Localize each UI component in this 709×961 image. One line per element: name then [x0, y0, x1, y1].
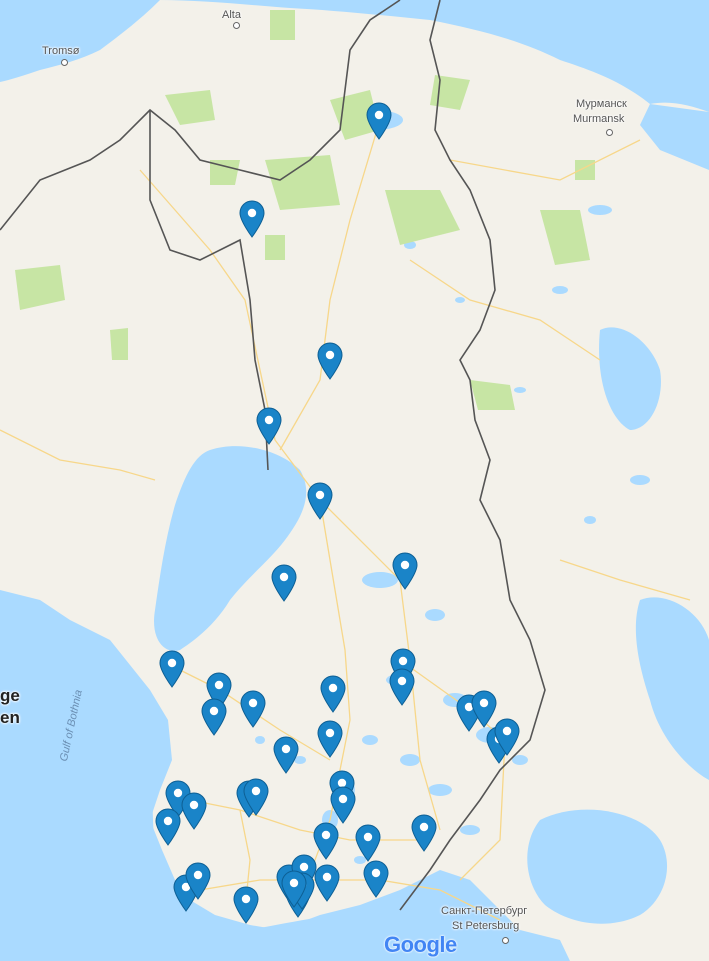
location-marker-12[interactable]	[320, 675, 346, 713]
location-marker-34[interactable]	[233, 886, 259, 924]
location-marker-8[interactable]	[159, 650, 185, 688]
location-marker-33[interactable]	[185, 862, 211, 900]
location-marker-2[interactable]	[239, 200, 265, 238]
location-marker-22[interactable]	[330, 786, 356, 824]
location-marker-31[interactable]	[243, 778, 269, 816]
location-marker-28[interactable]	[181, 792, 207, 830]
location-marker-5[interactable]	[307, 482, 333, 520]
east-lake	[599, 327, 661, 430]
saint-petersburg-city-dot	[502, 937, 509, 944]
map-pin-icon	[392, 552, 418, 590]
map-pin-icon	[411, 814, 437, 852]
map-pin-icon	[317, 720, 343, 758]
map-pin-icon	[320, 675, 346, 713]
lake-ladoga	[527, 809, 668, 924]
location-marker-26[interactable]	[363, 860, 389, 898]
map-pin-icon	[307, 482, 333, 520]
onega-lake	[635, 597, 709, 780]
edge-label-bottom: en	[0, 708, 20, 727]
map-pin-icon	[313, 822, 339, 860]
location-marker-3[interactable]	[317, 342, 343, 380]
location-marker-39[interactable]	[314, 864, 340, 902]
location-marker-18[interactable]	[494, 718, 520, 756]
saint-petersburg-cyrillic-label: Санкт-Петербург	[441, 905, 528, 917]
map-pin-icon	[330, 786, 356, 824]
map-pin-icon	[317, 342, 343, 380]
map-pin-icon	[240, 690, 266, 728]
map-pin-icon	[243, 778, 269, 816]
murmansk-label: Murmansk	[573, 113, 625, 125]
map-pin-icon	[185, 862, 211, 900]
tromso-label: Tromsø	[42, 45, 80, 57]
location-marker-6[interactable]	[271, 564, 297, 602]
map-pin-icon	[233, 886, 259, 924]
location-marker-29[interactable]	[155, 808, 181, 846]
location-marker-23[interactable]	[313, 822, 339, 860]
tromso-city-dot	[61, 59, 68, 66]
map-pin-icon	[256, 407, 282, 445]
saint-petersburg-label: St Petersburg	[452, 920, 520, 932]
map-pin-icon	[471, 690, 497, 728]
gulf-south-basin	[0, 685, 175, 961]
location-marker-1[interactable]	[366, 102, 392, 140]
map-pin-icon	[389, 668, 415, 706]
arctic-coast	[0, 0, 709, 112]
map-pin-icon	[201, 698, 227, 736]
map-pin-icon	[363, 860, 389, 898]
location-marker-25[interactable]	[411, 814, 437, 852]
norway-coast	[0, 0, 160, 82]
murmansk-cyrillic-label: Мурманск	[576, 98, 627, 110]
map-pin-icon	[281, 870, 307, 908]
map-pin-icon	[355, 824, 381, 862]
borders-group	[0, 0, 546, 911]
map-pin-icon	[314, 864, 340, 902]
map-pin-icon	[273, 736, 299, 774]
map-pin-icon	[181, 792, 207, 830]
location-marker-20[interactable]	[273, 736, 299, 774]
location-marker-14[interactable]	[389, 668, 415, 706]
google-logo: Google	[384, 932, 457, 957]
map-pin-icon	[494, 718, 520, 756]
location-marker-16[interactable]	[471, 690, 497, 728]
map-pin-icon	[271, 564, 297, 602]
edge-label-top: ge	[0, 686, 20, 705]
parks-group	[15, 10, 595, 410]
location-marker-40[interactable]	[281, 870, 307, 908]
location-marker-10[interactable]	[201, 698, 227, 736]
location-marker-7[interactable]	[392, 552, 418, 590]
map-pin-icon	[155, 808, 181, 846]
location-marker-24[interactable]	[355, 824, 381, 862]
map-pin-icon	[239, 200, 265, 238]
murmansk-city-dot	[606, 129, 613, 136]
gulf-of-finland	[240, 903, 520, 961]
location-marker-19[interactable]	[317, 720, 343, 758]
location-marker-4[interactable]	[256, 407, 282, 445]
location-marker-11[interactable]	[240, 690, 266, 728]
map-pin-icon	[159, 650, 185, 688]
map-pin-icon	[366, 102, 392, 140]
alta-city-dot	[233, 22, 240, 29]
alta-label: Alta	[222, 9, 241, 21]
gulf-north-basin	[154, 446, 307, 651]
